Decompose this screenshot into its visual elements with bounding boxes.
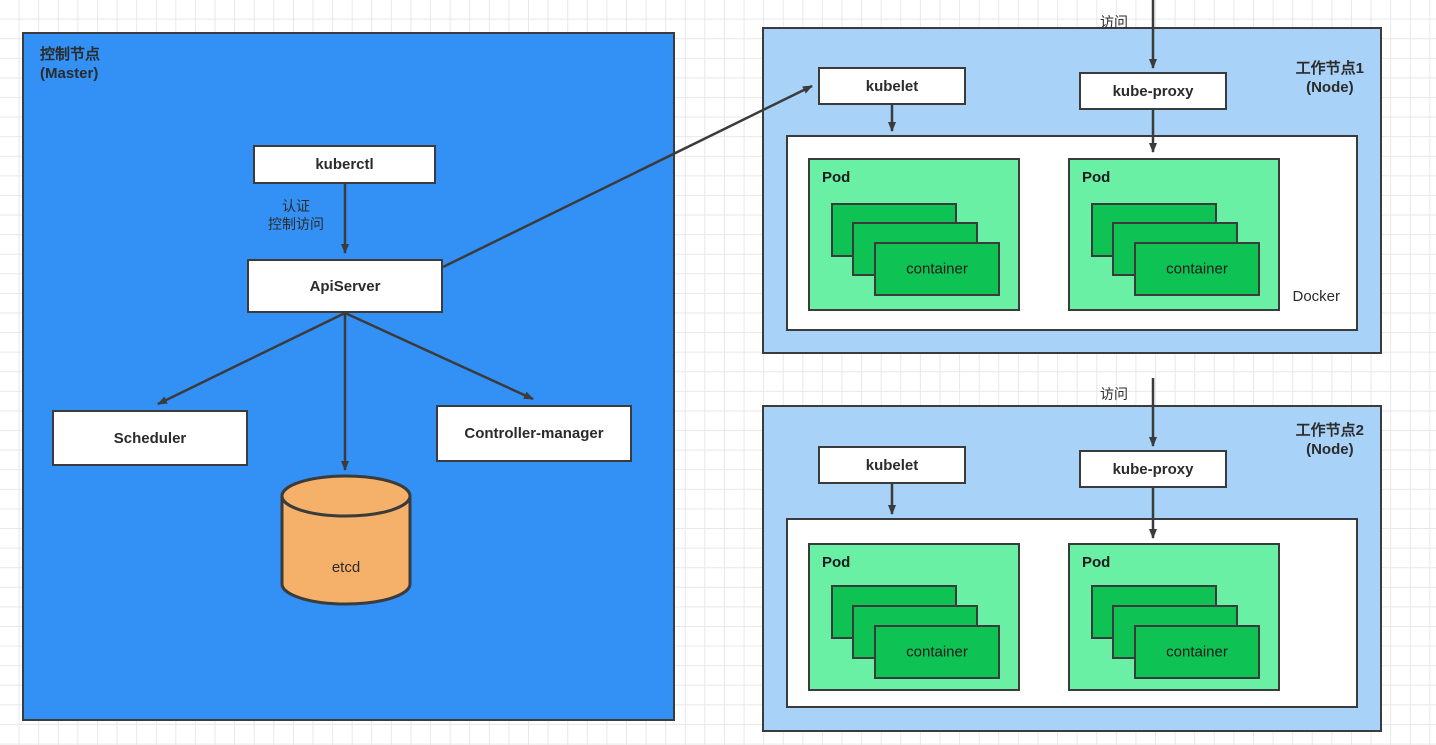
auth-access-label: 认证 控制访问 [268, 198, 324, 233]
kubelet-box-node-2[interactable]: kubelet [818, 446, 966, 484]
kube-proxy-box-node-2[interactable]: kube-proxy [1079, 450, 1227, 488]
controller-manager-box[interactable]: Controller-manager [436, 405, 632, 462]
worker-node-2-title: 工作节点2 (Node) [1295, 422, 1364, 458]
pod-box-node-1-b[interactable]: Pod container [1068, 158, 1280, 311]
pod-label: Pod [822, 169, 851, 186]
master-node-box[interactable]: 控制节点 (Master) [22, 32, 675, 721]
container-label: container [906, 260, 968, 278]
kube-proxy-box-node-1[interactable]: kube-proxy [1079, 72, 1227, 110]
container-box-front[interactable]: container [1134, 242, 1260, 296]
worker-node-1-title: 工作节点1 (Node) [1295, 60, 1364, 96]
container-label: container [906, 643, 968, 661]
access-label-node-1: 访问 [1100, 14, 1128, 30]
container-box-front[interactable]: container [1134, 625, 1260, 679]
access-label-node-2: 访问 [1100, 386, 1128, 402]
pod-box-node-1-a[interactable]: Pod container [808, 158, 1020, 311]
pod-box-node-2-b[interactable]: Pod container [1068, 543, 1280, 691]
scheduler-box[interactable]: Scheduler [52, 410, 248, 466]
container-box-front[interactable]: container [874, 625, 1000, 679]
container-label: container [1166, 260, 1228, 278]
apiserver-box[interactable]: ApiServer [247, 259, 443, 313]
pod-box-node-2-a[interactable]: Pod container [808, 543, 1020, 691]
container-label: container [1166, 643, 1228, 661]
docker-runtime-label: Docker [1292, 288, 1340, 305]
kubelet-box-node-1[interactable]: kubelet [818, 67, 966, 105]
pod-label: Pod [1082, 554, 1111, 571]
master-node-label: 控制节点 (Master) [40, 46, 101, 82]
container-box-front[interactable]: container [874, 242, 1000, 296]
kuberctl-box[interactable]: kuberctl [253, 145, 436, 184]
pod-label: Pod [1082, 169, 1111, 186]
etcd-label: etcd [331, 559, 361, 576]
etcd-cylinder[interactable]: etcd [279, 474, 413, 606]
pod-label: Pod [822, 554, 851, 571]
